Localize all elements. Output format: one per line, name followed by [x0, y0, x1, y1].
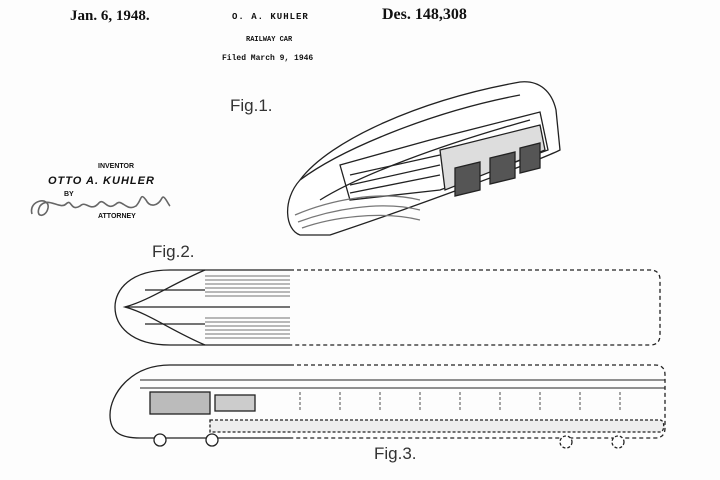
patent-date: Jan. 6, 1948.	[70, 8, 150, 24]
filed-date: Filed March 9, 1946	[222, 54, 314, 63]
attorney-signature	[30, 195, 171, 217]
attorney-label: ATTORNEY	[98, 213, 136, 220]
fig1-perspective-drawing	[287, 81, 561, 236]
patent-number: Des. 148,308	[382, 6, 467, 23]
fig2-plan-view	[114, 269, 661, 346]
fig2-label: Fig.2.	[152, 242, 195, 261]
patent-title: RAILWAY CAR	[246, 36, 293, 44]
inventor-label: INVENTOR	[98, 163, 135, 170]
inventor-header: O. A. KUHLER	[232, 12, 309, 22]
fig3-label: Fig.3.	[374, 444, 417, 463]
fig3-side-view	[109, 364, 666, 449]
inventor-name: OTTO A. KUHLER	[48, 175, 155, 187]
fig1-label: Fig.1.	[230, 96, 273, 115]
by-label: BY	[64, 191, 74, 198]
